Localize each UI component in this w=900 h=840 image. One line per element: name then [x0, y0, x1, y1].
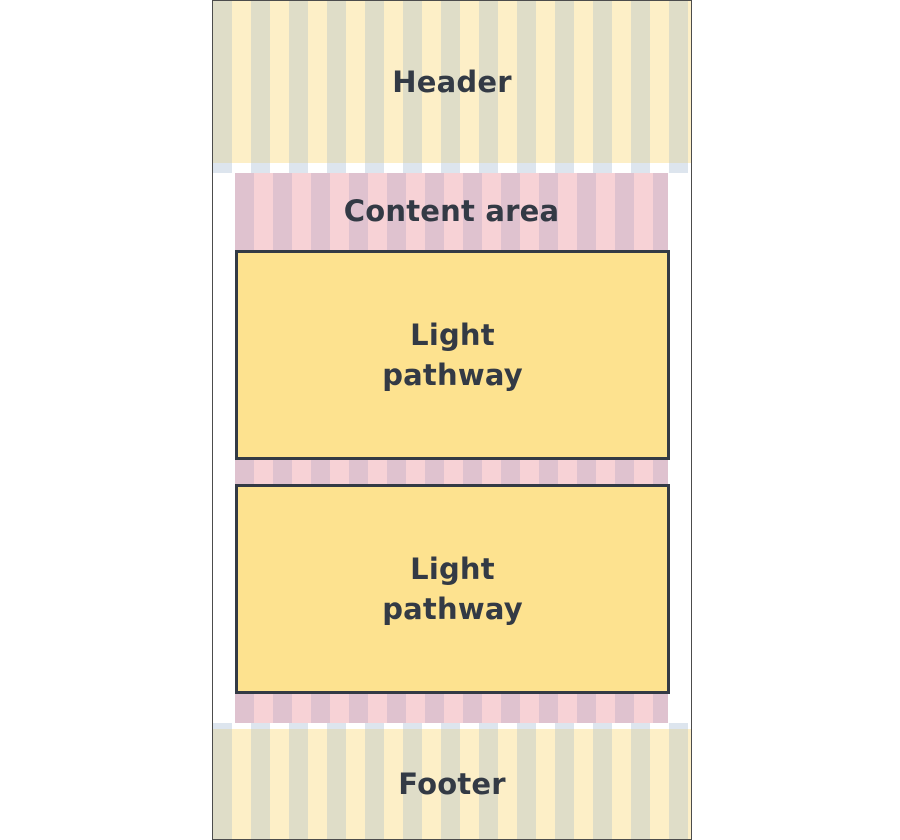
light-pathway-label: Light pathway [382, 318, 523, 392]
top-gutter [213, 163, 691, 173]
footer-label: Footer [398, 767, 506, 801]
content-area-label: Content area [343, 194, 560, 228]
layout-frame: Header Content area Light pathway Light … [212, 0, 692, 840]
header-label: Header [392, 65, 512, 99]
light-pathway-label: Light pathway [382, 552, 523, 626]
footer-region: Footer [213, 729, 691, 839]
header-region: Header [213, 1, 691, 163]
light-pathway-box: Light pathway [235, 250, 670, 460]
content-area-region: Content area Light pathway Light pathway [235, 173, 670, 723]
light-pathway-box: Light pathway [235, 484, 670, 694]
bottom-gutter [213, 723, 691, 729]
